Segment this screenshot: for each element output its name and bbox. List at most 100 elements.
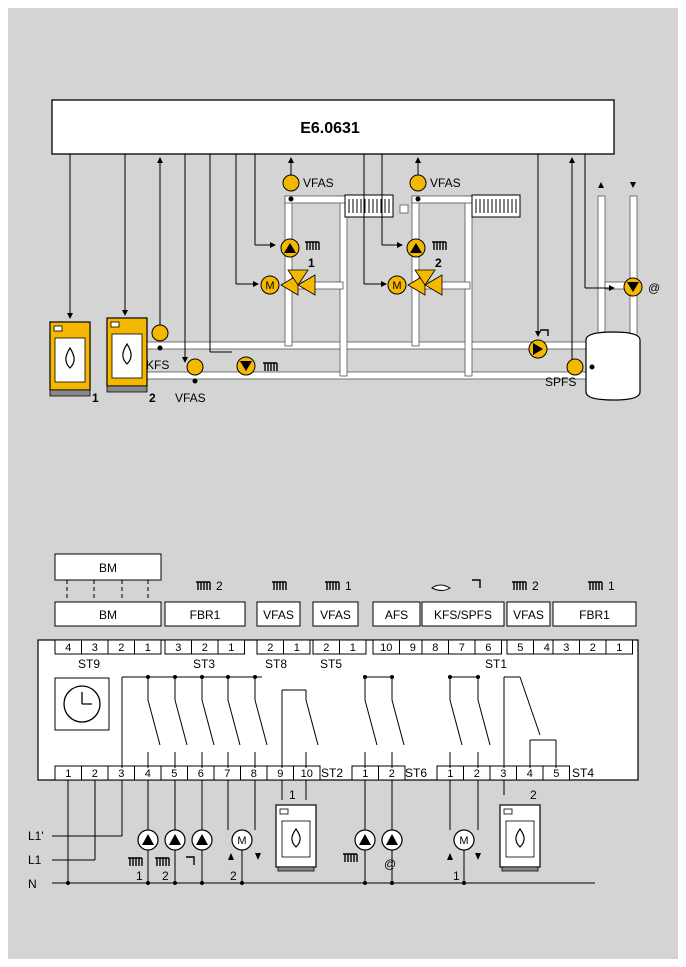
bottom-terminal-c-num-3: 4 [527,768,533,780]
bottom-terminal-a-num-3: 4 [145,768,151,780]
top-terminal-num-kfs_spfs-1: 7 [459,642,465,654]
plug-box-4 [372,601,421,627]
bottom-terminal-c-num-2: 3 [500,768,506,780]
bottom-terminal-a-num-6: 7 [224,768,230,780]
mixer2-motor-label: M [392,280,401,292]
controller-box [51,99,615,155]
bottom-terminal-a-num-2: 3 [118,768,124,780]
boiler-1-number: 1 [92,391,99,405]
vfas-circuit1-sensor-icon [282,174,300,192]
st8-label: ST8 [265,657,287,671]
burner-stage-1: 1 [289,788,296,802]
bottom-terminal-a-num-9: 10 [301,768,313,780]
bottom-terminal-c-num-4: 5 [553,768,559,780]
top-terminal-num-fbr1_st1-2: 1 [616,642,622,654]
kfs-sensor-icon [151,324,169,342]
grey-frame [8,8,678,959]
top-terminal-num-st3-2: 1 [228,642,234,654]
st9-label: ST9 [78,657,100,671]
st3-label: ST3 [193,657,215,671]
bm-remote-label: BM [99,561,117,575]
controller-body [37,639,639,781]
l1-label: L1 [28,853,42,867]
top-terminal-num-st8-1: 1 [294,642,300,654]
st6-label: ST6 [405,766,427,780]
plug-box-label-3: VFAS [320,608,351,622]
top-terminal-num-kfs_spfs-0: 8 [432,642,438,654]
l1-prime-label: L1' [28,829,44,843]
plug-box-label-2: VFAS [263,608,294,622]
bottom-terminal-a-num-4: 5 [171,768,177,780]
plug-box-0 [54,601,162,627]
n-label: N [28,877,37,891]
circuit-1-number: 1 [308,256,315,270]
top-terminal-st5-1 [339,639,367,655]
plug-box-7 [552,601,637,627]
mixer1-motor-icon [260,275,280,295]
controller-title: E6.0631 [300,120,360,137]
vfas-circuit2-label: VFAS [430,176,461,190]
mixer-motor-b-label: M [459,835,468,847]
plug-box-3 [312,601,359,627]
tap-icon-2 [472,579,481,588]
top-terminal-st3-2 [217,639,245,655]
boiler-2-number: 2 [149,391,156,405]
outside-sensor-icon [431,584,451,591]
top-terminal-fbr1_st1-2 [605,639,633,655]
mixer1-motor-label: M [265,280,274,292]
top-terminal-num-afs-1: 9 [410,642,416,654]
st2-label: ST2 [321,766,343,780]
plug-box-label-5: KFS/SPFS [434,608,492,622]
top-terminal-num-st5-1: 1 [350,642,356,654]
top-terminal-num-afs-0: 10 [380,642,392,654]
top-terminal-num-st9-0: 4 [65,642,71,654]
vfas-circuit2-sensor-icon [409,174,427,192]
st4-label: ST4 [572,766,594,780]
bottom-terminal-a-num-1: 2 [92,768,98,780]
burner-stage-2: 2 [530,788,537,802]
mixer-circuit-1: 1 [453,869,460,883]
plug-box-2 [256,601,301,627]
top-terminal-num-st3-1: 2 [202,642,208,654]
top-terminal-num-st9-3: 1 [145,642,151,654]
plug-box-label-1: FBR1 [190,608,221,622]
bottom-terminal-a-num-5: 6 [198,768,204,780]
top-terminal-kfs_spfs-2 [474,639,502,655]
circulation-symbol-icon: @ [648,281,660,295]
plug-box-6 [506,601,551,627]
top-terminal-num-fbr1_st1-0: 3 [563,642,569,654]
bottom-terminal-a-9 [293,765,321,781]
bottom-terminal-b-num-1: 2 [389,768,395,780]
vfas-st1-suffix: 2 [532,579,539,593]
top-terminal-st9-3 [134,639,162,655]
storage-tank [585,331,641,401]
bottom-terminal-a-num-0: 1 [65,768,71,780]
mixer-motor-a-label: M [237,835,246,847]
hydraulic-schematic: E6.0631 [49,99,660,405]
circuit-2-number: 2 [435,256,442,270]
st1-label: ST1 [485,657,507,671]
top-terminal-num-kfs_spfs-2: 6 [485,642,491,654]
fbr1-left-suffix: 2 [216,579,223,593]
plug-box-5 [421,601,505,627]
top-terminal-st8-1 [283,639,311,655]
mixer2-motor-icon [387,275,407,295]
vfas-main-sensor-icon [186,358,204,376]
bottom-terminal-c-num-0: 1 [447,768,453,780]
top-terminal-num-st9-1: 3 [92,642,98,654]
top-terminal-num-st5-0: 2 [323,642,329,654]
pump-circuit-2: 2 [162,869,169,883]
output-pumps [137,829,475,851]
kfs-label: KFS [146,358,169,372]
plug-box-label-7: FBR1 [579,608,610,622]
tap-icon-3 [186,856,195,865]
fbr1-right-suffix: 1 [608,579,615,593]
vfas-st5-suffix: 1 [345,579,352,593]
vfas-main-label: VFAS [175,391,206,405]
vfas-circuit1-label: VFAS [303,176,334,190]
spfs-label: SPFS [545,375,576,389]
plug-box-label-4: AFS [385,608,408,622]
